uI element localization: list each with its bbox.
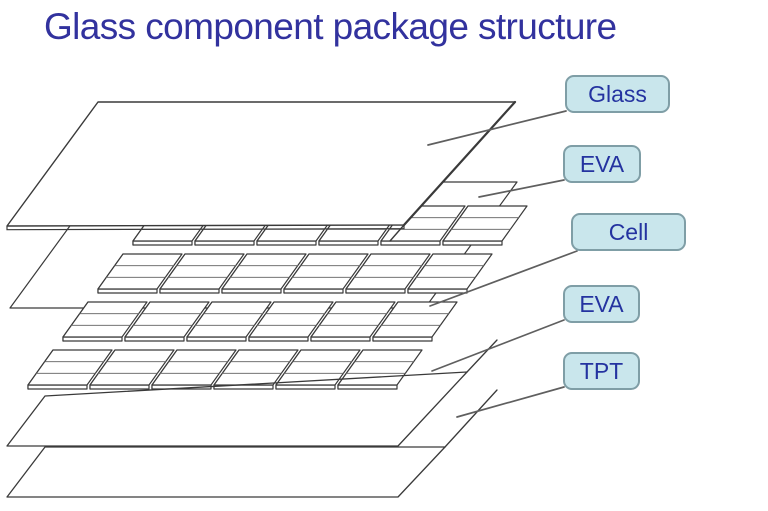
label-eva-bottom: EVA (563, 285, 640, 323)
label-eva-bottom-text: EVA (579, 290, 624, 317)
label-glass-text: Glass (588, 80, 647, 107)
label-tpt: TPT (563, 352, 640, 390)
label-eva-top: EVA (563, 145, 641, 183)
label-tpt-text: TPT (579, 357, 624, 384)
label-glass: Glass (565, 75, 670, 113)
page-title: Glass component package structure (44, 6, 617, 47)
label-cell: Cell (571, 213, 686, 251)
label-eva-top-text: EVA (579, 150, 625, 177)
label-cell-text: Cell (608, 218, 649, 245)
